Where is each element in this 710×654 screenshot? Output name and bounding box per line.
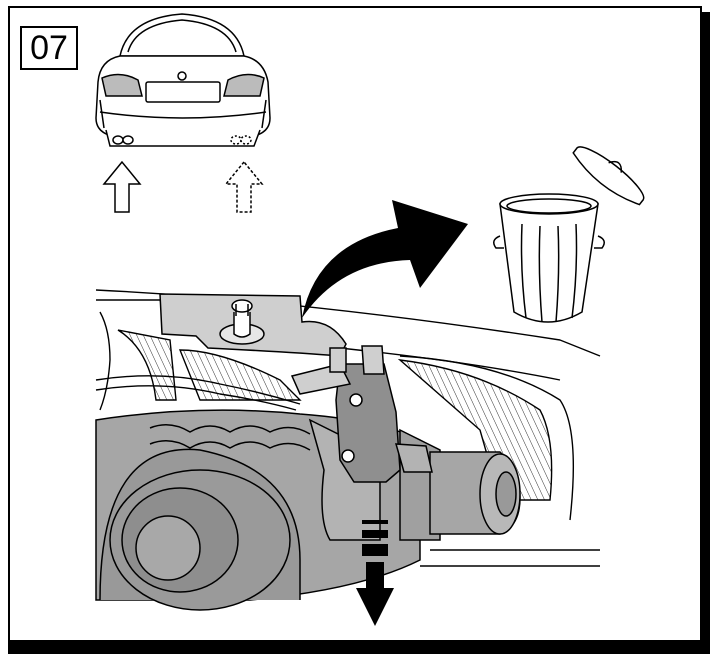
rubber-hanger <box>290 345 433 483</box>
curved-arrow-icon <box>302 200 468 318</box>
step-number-label: 07 <box>30 29 68 67</box>
car-rear-view-icon <box>95 13 271 147</box>
trash-bin-icon <box>493 146 645 323</box>
mounting-bracket <box>159 293 347 357</box>
down-arrow-icon <box>356 520 394 626</box>
frame-shadow-right <box>702 12 710 654</box>
up-arrow-solid-icon <box>102 160 142 213</box>
frame-shadow-bottom <box>8 642 710 654</box>
exhaust-system <box>95 409 521 611</box>
step-number: 07 <box>20 26 78 70</box>
up-arrow-dashed-icon <box>224 160 264 213</box>
